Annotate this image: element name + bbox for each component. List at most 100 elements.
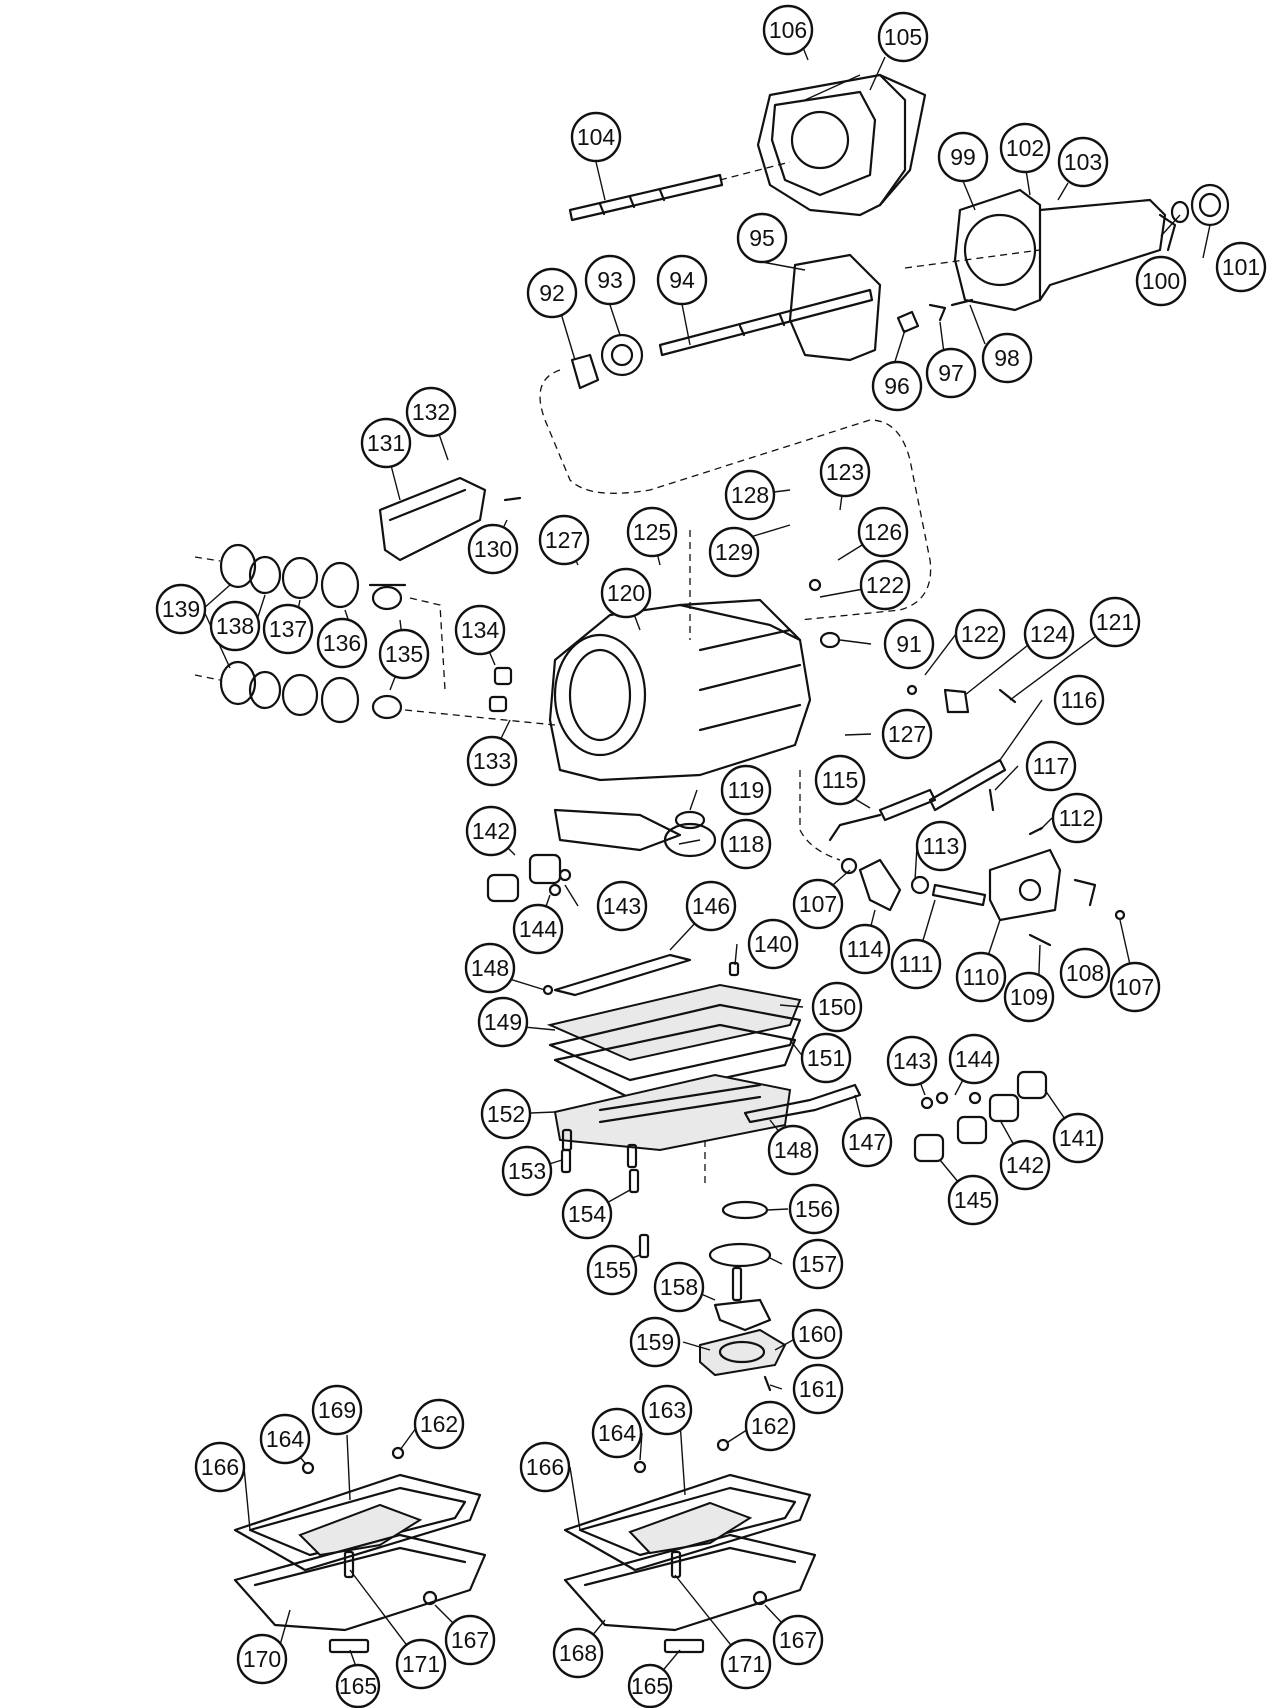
callout-112: 112 [1051,792,1103,844]
callout-163: 163 [641,1384,693,1436]
svg-text:112: 112 [1059,805,1096,831]
callout-166-left: 166 [194,1441,246,1493]
svg-text:154: 154 [568,1201,607,1227]
svg-text:113: 113 [923,833,960,859]
svg-text:99: 99 [950,144,976,170]
svg-text:110: 110 [963,964,1000,990]
callout-142-lower: 142 [999,1139,1051,1191]
extension-housing-99 [904,188,1177,312]
svg-text:120: 120 [607,580,645,606]
svg-text:127: 127 [545,527,583,553]
callout-141: 141 [1052,1112,1104,1164]
callout-100: 100 [1135,255,1187,307]
svg-text:139: 139 [162,596,200,622]
svg-text:122: 122 [866,572,904,598]
callout-164-left: 164 [259,1413,311,1465]
callout-145: 145 [947,1174,999,1226]
svg-text:137: 137 [269,616,307,642]
svg-text:132: 132 [412,399,450,425]
callout-146: 146 [685,880,737,932]
callout-127-upper: 127 [538,514,590,566]
callout-143-lower: 143 [886,1035,938,1087]
svg-text:122: 122 [961,621,999,647]
callout-105: 105 [877,11,929,63]
callout-147: 147 [841,1116,893,1168]
svg-text:143: 143 [603,893,641,919]
oil-pan-right [563,1438,817,1654]
separator-plates [546,983,802,1100]
svg-text:107: 107 [1116,974,1154,1000]
svg-text:127: 127 [888,721,926,747]
callout-171-left: 171 [395,1638,447,1690]
svg-text:167: 167 [779,1627,817,1653]
callout-171-right: 171 [720,1638,772,1690]
svg-text:93: 93 [597,267,623,293]
svg-text:101: 101 [1222,254,1260,280]
callout-92: 92 [526,267,578,319]
callout-143-upper: 143 [596,880,648,932]
svg-text:155: 155 [593,1257,631,1283]
sensor-parts-right [808,578,1017,714]
callout-129: 129 [708,526,760,578]
callout-124: 124 [1023,608,1075,660]
callout-162-left: 162 [413,1398,465,1450]
callout-166-right: 166 [519,1441,571,1493]
callout-109: 109 [1003,971,1055,1023]
callout-160: 160 [791,1308,843,1360]
svg-text:165: 165 [339,1673,377,1699]
callout-157: 157 [792,1238,844,1290]
callout-150: 150 [811,981,863,1033]
callout-113: 113 [915,820,967,872]
callout-139: 139 [155,583,207,635]
callout-128: 128 [724,469,776,521]
callout-158: 158 [653,1261,705,1313]
cover-131 [378,476,522,562]
callout-110: 110 [955,951,1007,1003]
assembly-boundary [539,369,932,621]
valve-body-152 [553,1073,792,1169]
callout-154: 154 [561,1188,613,1240]
callout-94: 94 [656,254,708,306]
svg-text:102: 102 [1006,135,1044,161]
solenoids-upper [486,853,572,903]
svg-text:107: 107 [799,891,837,917]
manual-lever-parts [799,770,1126,947]
callout-131: 131 [360,417,412,469]
callout-162-right: 162 [744,1400,796,1452]
svg-text:152: 152 [487,1101,525,1127]
svg-text:106: 106 [769,17,807,43]
harness-147 [743,1083,862,1124]
solenoids-lower [913,1070,1048,1163]
linkage-115-116 [828,758,1044,842]
callout-93: 93 [584,254,636,306]
callout-130: 130 [467,523,519,575]
svg-text:119: 119 [728,777,765,803]
callout-133: 133 [466,735,518,787]
callout-134: 134 [454,604,506,656]
callout-138: 138 [209,600,261,652]
callout-101: 101 [1215,241,1267,293]
seal-101 [1170,183,1230,227]
svg-text:145: 145 [954,1187,992,1213]
shaft-94 [570,288,874,390]
svg-text:134: 134 [461,617,500,643]
svg-text:92: 92 [539,280,565,306]
bolts-153-155 [560,1140,706,1259]
svg-text:162: 162 [420,1411,458,1437]
callout-122-lower: 122 [954,608,1006,660]
oil-pan-left [233,1446,487,1654]
part-drawings [194,73,1230,1654]
callout-115: 115 [814,754,866,806]
callout-144-upper: 144 [512,903,564,955]
svg-text:167: 167 [451,1627,489,1653]
svg-text:169: 169 [318,1397,356,1423]
svg-text:146: 146 [692,893,730,919]
callout-151: 151 [800,1032,852,1084]
callout-107-left: 107 [792,878,844,930]
extension-housing-105 [756,73,927,217]
svg-text:136: 136 [323,630,361,656]
svg-text:96: 96 [884,373,910,399]
svg-text:165: 165 [631,1673,669,1699]
callout-167-left: 167 [444,1614,496,1666]
callout-137: 137 [262,603,314,655]
